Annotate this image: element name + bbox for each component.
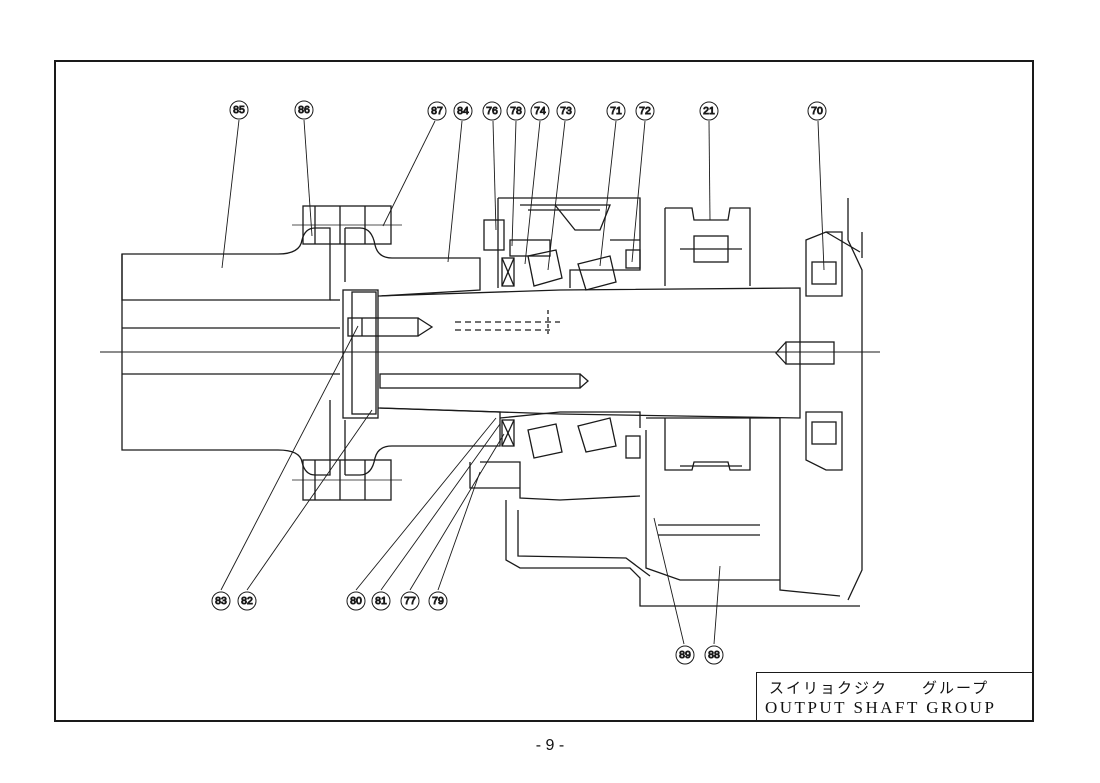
bolts-86-87 bbox=[292, 205, 402, 501]
title-block: スイリョクジク グループ OUTPUT SHAFT GROUP bbox=[756, 672, 1034, 722]
callout-83: 83 bbox=[215, 595, 227, 607]
callout-78: 78 bbox=[510, 105, 522, 117]
callout-82: 82 bbox=[241, 595, 253, 607]
tapered-bearings-73-71 bbox=[501, 239, 641, 459]
callout-74: 74 bbox=[534, 105, 546, 117]
title-english: OUTPUT SHAFT GROUP bbox=[765, 698, 997, 717]
callout-87: 87 bbox=[431, 105, 443, 117]
callout-70: 70 bbox=[811, 105, 823, 117]
callout-72: 72 bbox=[639, 105, 651, 117]
callout-85: 85 bbox=[233, 104, 245, 116]
leader-lines bbox=[220, 119, 825, 645]
output-shaft bbox=[377, 287, 835, 419]
page-number: - 9 - bbox=[535, 737, 565, 754]
callout-81: 81 bbox=[375, 595, 387, 607]
carrier-70 bbox=[805, 198, 863, 601]
title-japanese: スイリョクジク グループ bbox=[769, 679, 990, 697]
callout-21: 21 bbox=[703, 105, 715, 117]
callout-bubbles: 85 86 87 84 76 78 74 73 71 72 21 70 83 8… bbox=[211, 100, 827, 665]
callout-80: 80 bbox=[350, 595, 362, 607]
callout-76: 76 bbox=[486, 105, 498, 117]
callout-73: 73 bbox=[560, 105, 572, 117]
end-plate-82-and-bolt-83 bbox=[342, 289, 434, 419]
drawing-frame bbox=[54, 60, 1034, 722]
callout-77: 77 bbox=[404, 595, 416, 607]
gear-21 bbox=[664, 207, 751, 471]
callout-88: 88 bbox=[708, 649, 720, 661]
housing-lower bbox=[469, 411, 860, 607]
callout-89: 89 bbox=[679, 649, 691, 661]
callout-86: 86 bbox=[298, 104, 310, 116]
callout-84: 84 bbox=[457, 105, 469, 117]
callout-79: 79 bbox=[432, 595, 444, 607]
callout-71: 71 bbox=[610, 105, 622, 117]
